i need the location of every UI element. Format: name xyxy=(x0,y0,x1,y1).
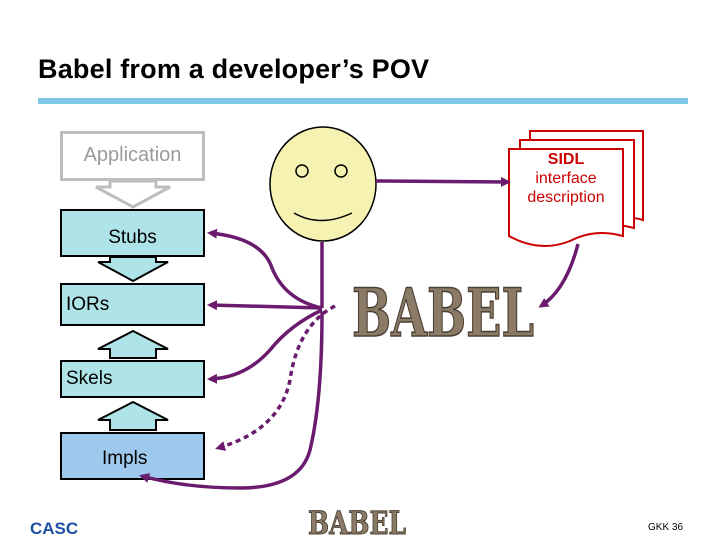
to-iors-arrow xyxy=(207,300,323,311)
to-stubs-arrow xyxy=(207,228,323,310)
footer-page-number: GKK 36 xyxy=(648,522,684,533)
app-to-stubs-arrow xyxy=(95,179,171,209)
skels-box: Skels xyxy=(60,360,205,398)
skels-to-iors-arrow xyxy=(97,329,169,359)
footer-casc: CASC xyxy=(30,519,79,538)
stubs-to-iors-arrow xyxy=(97,256,169,283)
dashed-impls-arrow xyxy=(215,304,336,451)
developer-face-icon xyxy=(269,126,377,242)
babel-logo-footer-icon: BABEL xyxy=(308,504,407,540)
iors-box: IORs xyxy=(60,283,205,326)
slide-title: Babel from a developer’s POV xyxy=(38,54,430,84)
to-impls-arrow xyxy=(139,311,324,490)
babel-logo-main-icon: BABEL xyxy=(350,273,538,353)
sidl-label: SIDL interface description xyxy=(511,150,621,207)
face-to-sidl-arrow xyxy=(375,176,511,187)
title-rule xyxy=(38,98,688,104)
impls-to-skels-arrow xyxy=(97,400,169,431)
svg-text:BABEL: BABEL xyxy=(308,504,406,540)
sidl-line-2: interface xyxy=(535,170,597,187)
sidl-document-icon xyxy=(508,130,644,247)
to-skels-arrow xyxy=(207,308,323,384)
sidl-line-1: SIDL xyxy=(547,151,585,168)
sidl-line-3: description xyxy=(527,189,605,206)
sidl-to-babel-arrow xyxy=(538,243,580,308)
svg-text:BABEL: BABEL xyxy=(352,274,534,352)
impls-box: Impls xyxy=(60,432,205,480)
